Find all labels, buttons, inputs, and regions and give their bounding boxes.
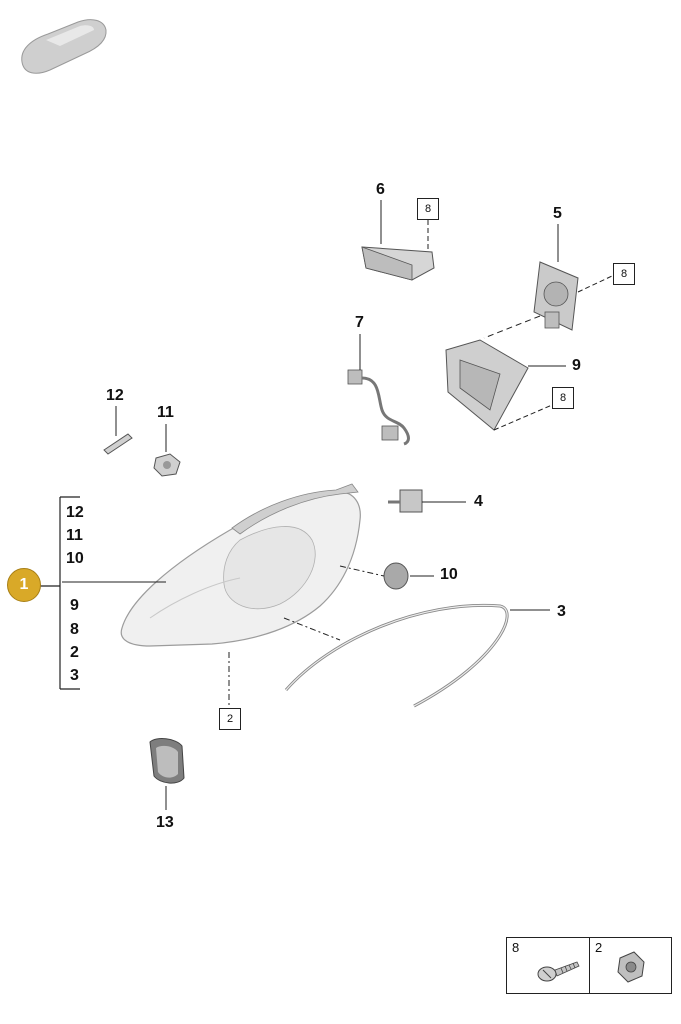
seal-strip-part: [284, 603, 509, 708]
ref-box-2: 2: [219, 708, 241, 730]
ref-box-8-mid: 8: [552, 387, 574, 409]
ref-box-8-right: 8: [613, 263, 635, 285]
assembly-list-item: 12: [66, 504, 84, 521]
assembly-list-item: 11: [66, 527, 83, 544]
assembly-list-item: 8: [70, 621, 79, 638]
ref-box-8-top: 8: [417, 198, 439, 220]
callout-5: 5: [553, 205, 562, 222]
legend-cell-screw: 8: [507, 938, 590, 993]
car-thumbnail-icon: [21, 19, 107, 74]
assembly-list-item: 9: [70, 597, 79, 614]
control-module-part: [361, 246, 435, 281]
nut-icon: [617, 951, 645, 983]
legend-cell-nut: 2: [590, 938, 671, 993]
clip-part: [103, 433, 133, 455]
assembly-list-item: 2: [70, 644, 79, 661]
ballast-unit-part: [533, 261, 579, 331]
callout-13: 13: [156, 814, 174, 831]
callout-12: 12: [106, 387, 124, 404]
legend-label: 2: [595, 940, 603, 955]
assembly-list-bracket: [40, 496, 80, 690]
cover-cap-part: [383, 562, 409, 590]
screw-icon: [537, 961, 580, 982]
bulb-part: [388, 489, 423, 513]
callout-4: 4: [474, 493, 483, 510]
legend-label: 8: [512, 940, 520, 955]
fastener-legend: 8 2: [506, 937, 672, 994]
nut-part: [153, 453, 181, 477]
mounting-bracket-part: [445, 339, 529, 431]
callout-3: 3: [557, 603, 566, 620]
headlamp-assembly-part: [120, 483, 361, 647]
callout-7: 7: [355, 314, 364, 331]
assembly-list-item: 10: [66, 550, 84, 567]
wiring-harness-part: [347, 369, 410, 446]
assembly-list-item: 3: [70, 667, 79, 684]
callout-9: 9: [572, 357, 581, 374]
callout-10: 10: [440, 566, 458, 583]
callout-6: 6: [376, 181, 385, 198]
assembly-badge[interactable]: 1: [7, 568, 41, 602]
grommet-part: [149, 738, 185, 784]
callout-11: 11: [157, 404, 174, 421]
